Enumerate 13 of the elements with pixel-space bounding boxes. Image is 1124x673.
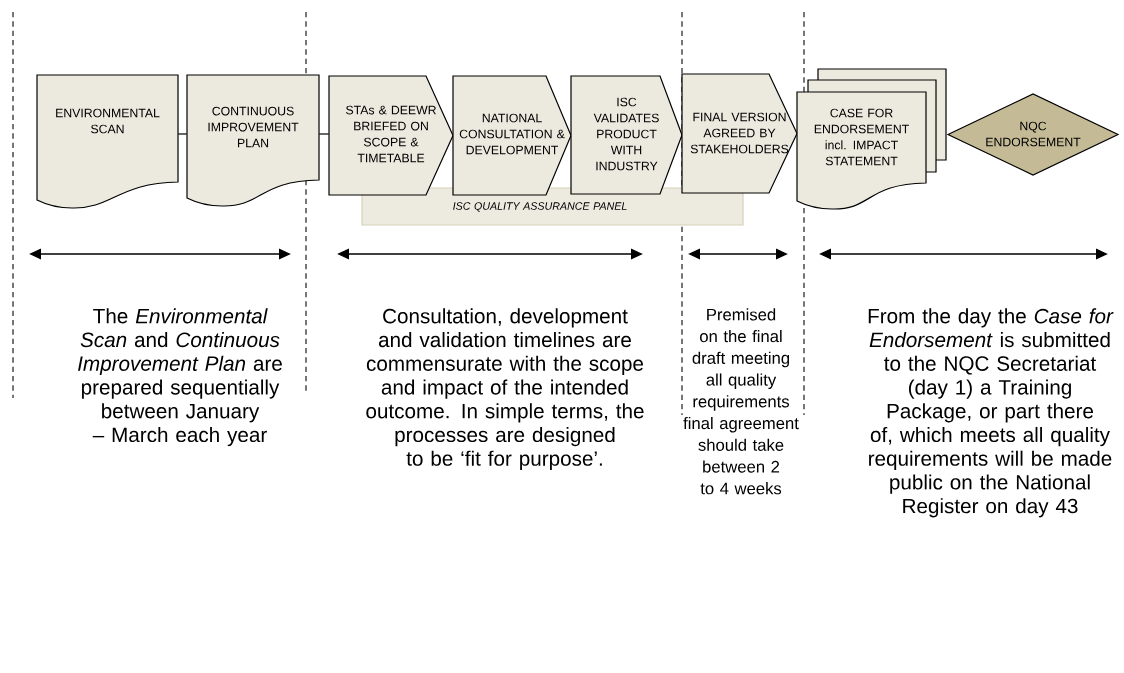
document-box: ENVIRONMENTAL SCAN — [36, 74, 179, 209]
description-text: From the day the Case for Endorsement is submitted to the NQC Secretariat (day 1) a Training Package, or part there of, which meets all quality requirements will be made public on the National Register on day 43 — [868, 308, 1114, 518]
description-text: Consultation, development and validation timelines are commensurate with the scope and impact of the intended outcome. In simple terms, the processes are designed to be ‘fit for purpose’. — [366, 308, 644, 470]
process-step: FINAL VERSION AGREED BY STAKEHOLDERS — [681, 73, 798, 194]
stacked-document-box: CASE FOR ENDORSEMENT incl. IMPACT STATEMENT — [796, 68, 947, 210]
document-box: CONTINUOUS IMPROVEMENT PLAN — [186, 74, 320, 207]
process-step: NATIONAL CONSULTATION & DEVELOPMENT — [452, 75, 572, 196]
connector-line — [177, 133, 188, 135]
description-text: The Environmental Scan and Continuous Improvement Plan are prepared sequentially between January – March each year — [78, 308, 282, 447]
connector-line — [318, 133, 330, 135]
process-step: ISC VALIDATES PRODUCT WITH INDUSTRY — [570, 75, 683, 195]
process-step: STAs & DEEWR BRIEFED ON SCOPE & TIMETABLE — [328, 75, 454, 196]
description-text: Premised on the final draft meeting all quality requirements final agreement should take between 2 to 4 weeks — [683, 308, 799, 495]
